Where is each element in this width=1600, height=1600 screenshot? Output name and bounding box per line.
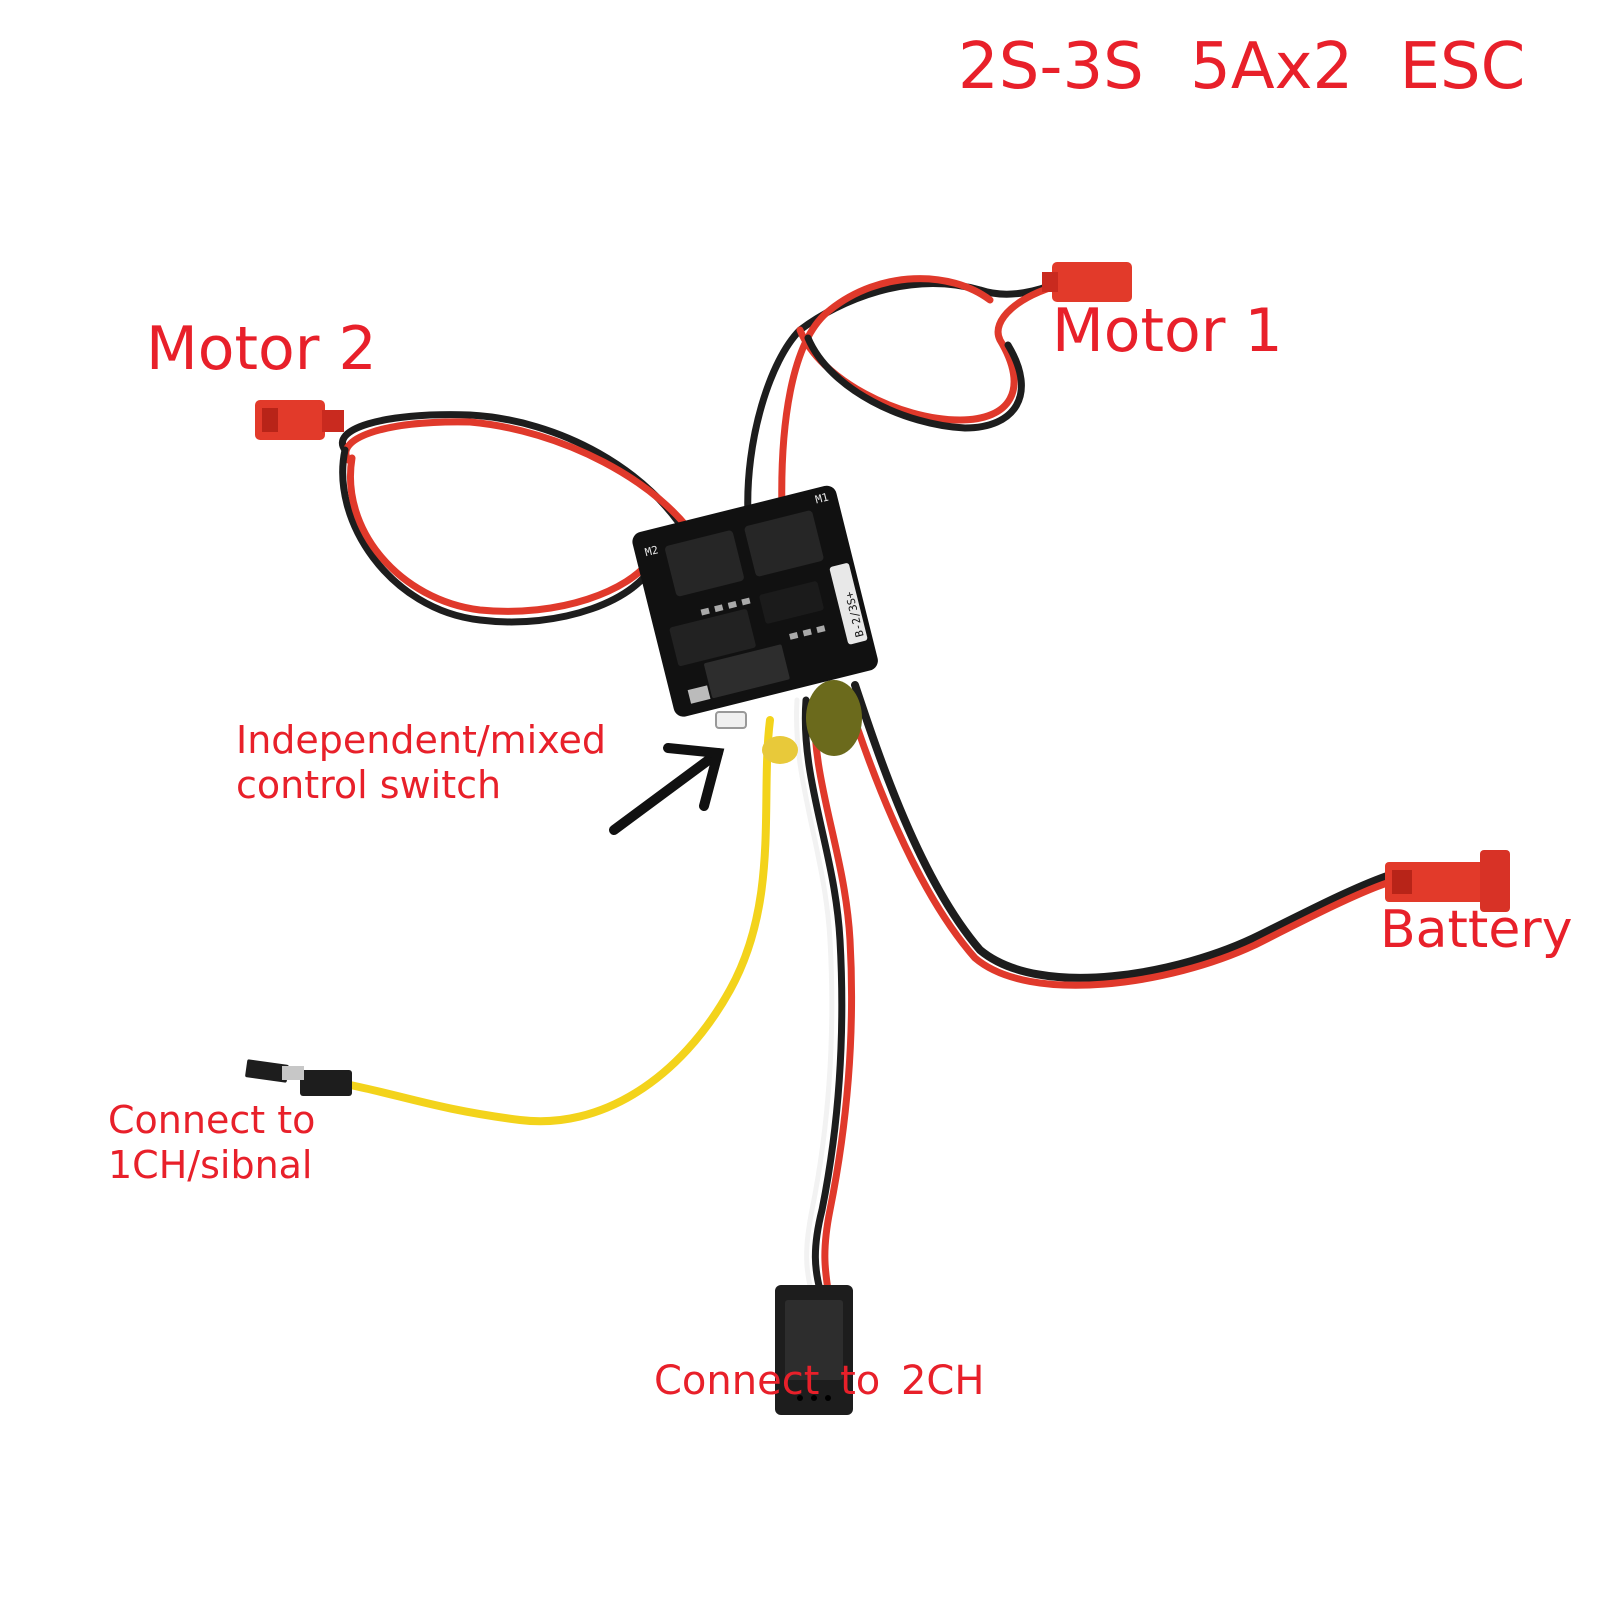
mode-switch (715, 711, 747, 729)
motor1-connector (1042, 262, 1132, 302)
motor2-wires (339, 411, 704, 626)
label-battery: Battery (1380, 900, 1573, 960)
battery-wires (841, 681, 1394, 989)
label-connect-2ch: Connect to 2CH (654, 1358, 985, 1404)
heatshrink (806, 680, 862, 756)
yellow-wire-joint (762, 736, 798, 764)
ch2-servo-connector (775, 1285, 853, 1415)
label-motor-1: Motor 1 (1052, 296, 1283, 366)
product-title: 2S-3S 5Ax2 ESC (958, 30, 1526, 104)
esc-board: M1 M2 B-2/3S+ (632, 485, 878, 717)
board-marking-m1: M1 (814, 491, 830, 507)
motor1-wires (744, 275, 1064, 519)
switch-arrow (609, 743, 725, 835)
label-connect-1ch: Connect to 1CH/sibnal (108, 1098, 316, 1187)
ch2-servo-cable (793, 696, 856, 1294)
ch1-signal-wire (245, 716, 774, 1126)
board-marking-m2: M2 (644, 543, 660, 559)
label-motor-2: Motor 2 (146, 314, 377, 384)
motor2-connector (255, 400, 344, 440)
label-control-switch: Independent/mixed control switch (236, 718, 607, 807)
battery-connector (1385, 850, 1510, 912)
